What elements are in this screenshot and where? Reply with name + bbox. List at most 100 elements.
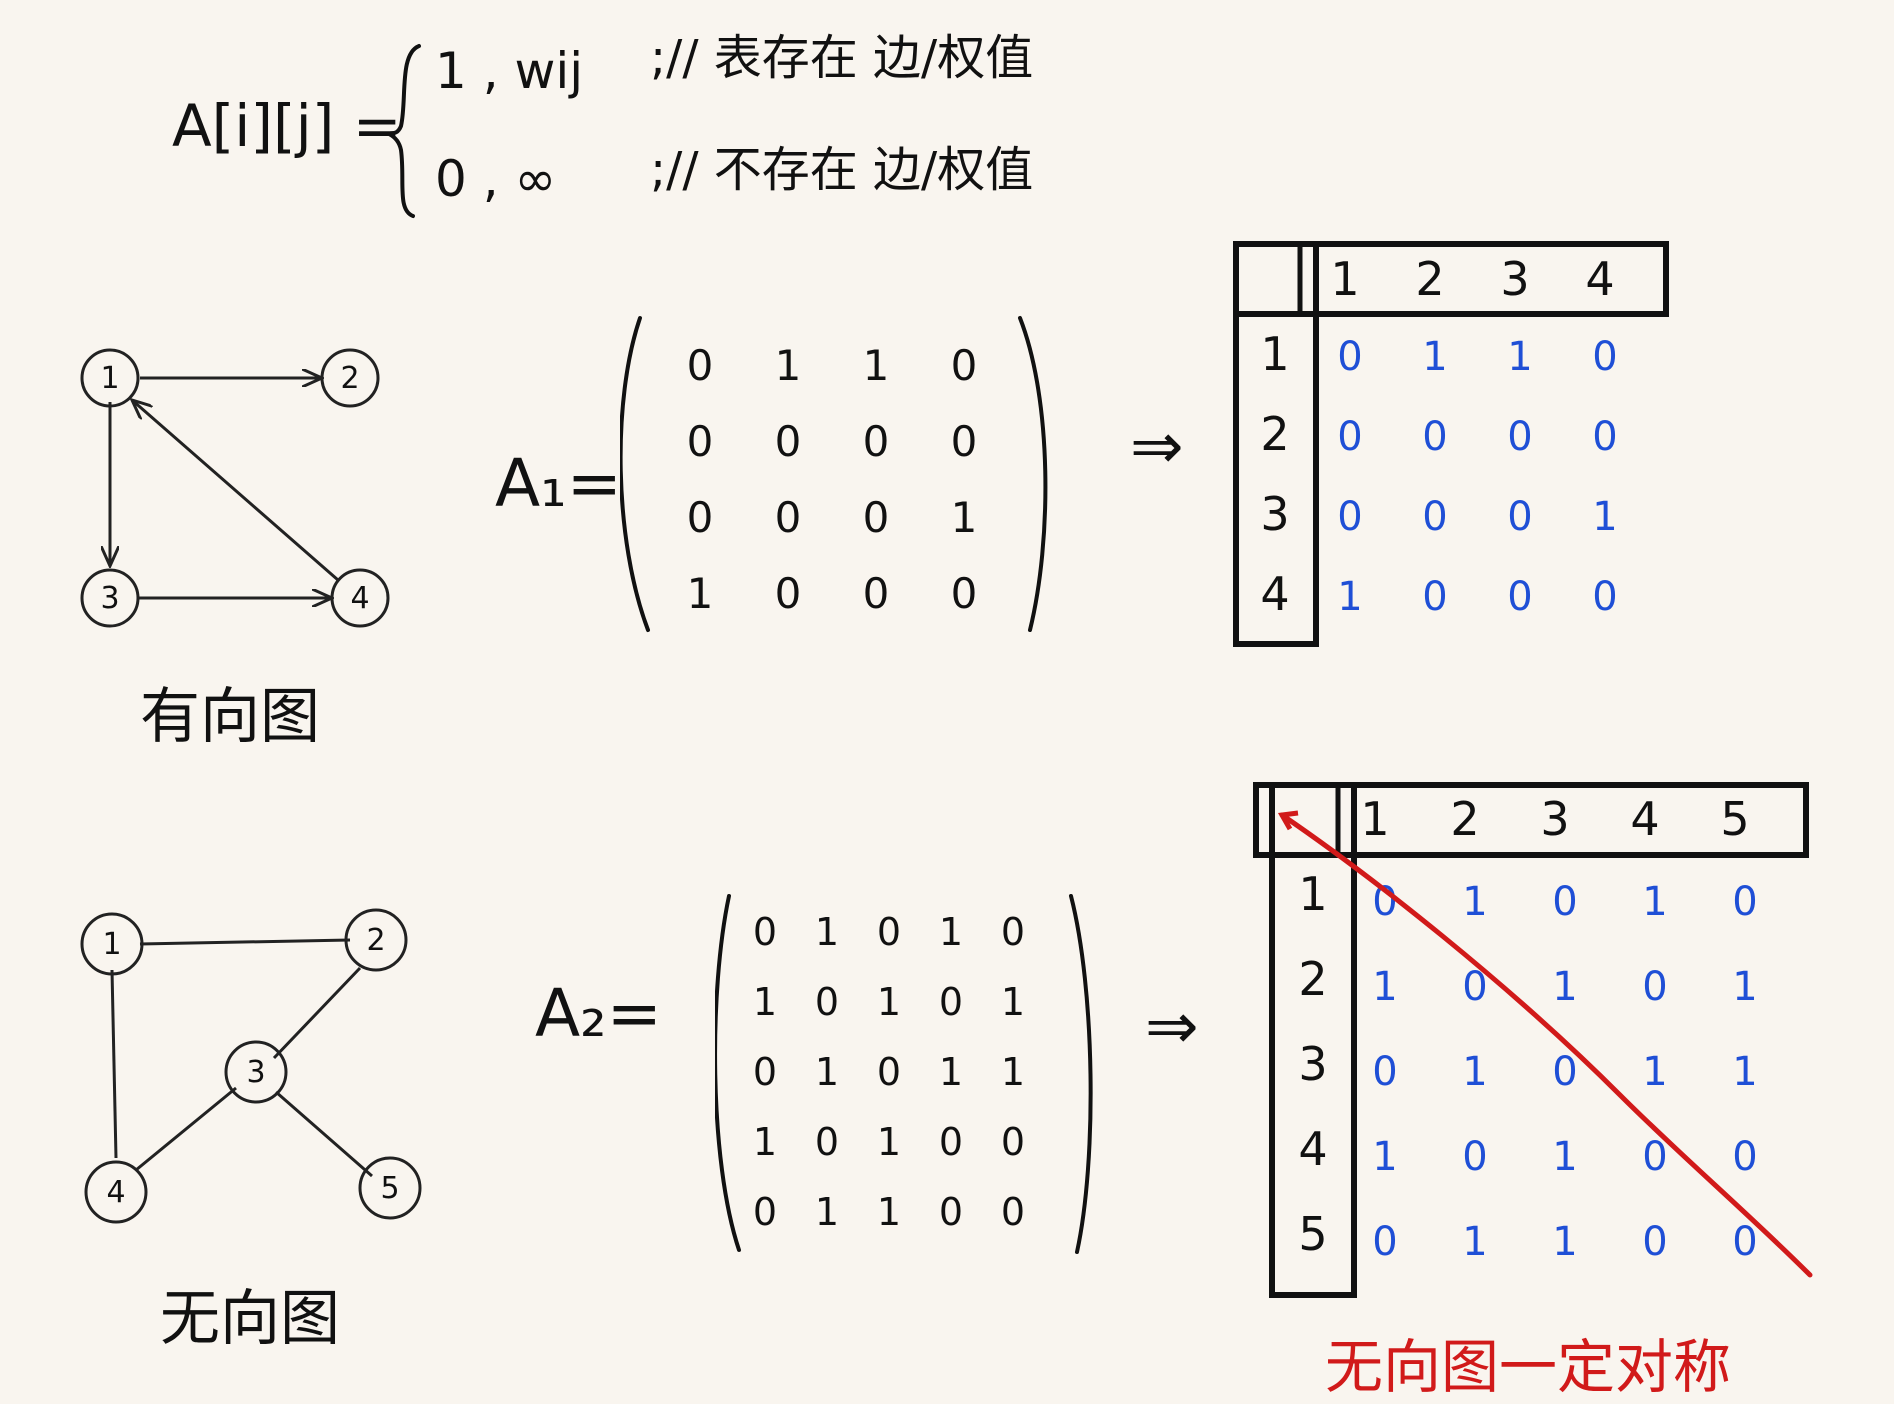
symmetry-diagonal-arrow-icon: [1277, 810, 1299, 831]
undirected-caption: 无向图: [160, 1284, 340, 1354]
table-col-header-1: 1: [1330, 252, 1359, 306]
table-cell-r3-c5: 1: [1732, 1049, 1757, 1095]
table-row-header-3: 3: [1260, 487, 1289, 541]
matrix-cell-r4-c2: 0: [775, 569, 802, 618]
matrix-cell-r1-c3: 1: [863, 341, 890, 390]
matrix-cell-r2-c5: 1: [1001, 980, 1025, 1024]
table-cell-r1-c3: 0: [1552, 879, 1577, 925]
definition-row2-value: 0 , ∞: [435, 150, 557, 208]
matrix-cell-r3-c4: 1: [951, 493, 978, 542]
table-col-header-3: 3: [1540, 792, 1569, 846]
table-cell-r4-c2: 0: [1462, 1134, 1487, 1180]
table-col-header-4: 4: [1630, 792, 1659, 846]
table-cell-r4-c1: 1: [1372, 1134, 1397, 1180]
table-col-header-4: 4: [1585, 252, 1614, 306]
undirected-matrix-label: A₂=: [535, 975, 662, 1052]
matrix-cell-r4-c3: 1: [877, 1120, 901, 1164]
table-col-header-2: 2: [1450, 792, 1479, 846]
matrix-cell-r1-c1: 0: [687, 341, 714, 390]
table-cell-r3-c4: 1: [1592, 494, 1617, 540]
table-cell-r1-c1: 0: [1337, 334, 1362, 380]
table-cell-r2-c1: 1: [1372, 964, 1397, 1010]
svg-text:3: 3: [246, 1055, 265, 1090]
table-cell-r3-c1: 0: [1372, 1049, 1397, 1095]
matrix-cell-r1-c4: 0: [951, 341, 978, 390]
matrix-cell-r5-c3: 1: [877, 1190, 901, 1234]
table-cell-r2-c4: 0: [1592, 414, 1617, 460]
matrix-cell-r4-c5: 0: [1001, 1120, 1025, 1164]
edge-1-4: [110, 969, 118, 1159]
table-cell-r4-c3: 1: [1552, 1134, 1577, 1180]
table-cell-r2-c4: 0: [1642, 964, 1667, 1010]
symmetric-note: 无向图一定对称: [1325, 1333, 1732, 1401]
edge-3-4: [135, 1086, 237, 1172]
node-4: 4: [84, 1160, 148, 1224]
table-cell-r4-c4: 0: [1642, 1134, 1667, 1180]
table-cell-r4-c5: 0: [1732, 1134, 1757, 1180]
directed-matrix-brackets: [620, 316, 1048, 632]
table-col-header-1: 1: [1360, 792, 1389, 846]
matrix-cell-r4-c1: 1: [753, 1120, 777, 1164]
matrix-cell-r1-c3: 0: [877, 910, 901, 954]
node-2: 2: [344, 908, 408, 972]
matrix-cell-r1-c2: 1: [775, 341, 802, 390]
matrix-cell-r3-c1: 0: [753, 1050, 777, 1094]
table-row-header-3: 3: [1298, 1037, 1327, 1091]
matrix-cell-r3-c5: 1: [1001, 1050, 1025, 1094]
matrix-cell-r2-c2: 0: [815, 980, 839, 1024]
matrix-cell-r4-c4: 0: [939, 1120, 963, 1164]
table-cell-r3-c2: 1: [1462, 1049, 1487, 1095]
table-cell-r1-c2: 1: [1462, 879, 1487, 925]
definition-row1-note: ;// 表存在 边/权值: [650, 30, 1034, 86]
definition-brace-icon: [385, 44, 421, 218]
matrix-cell-r5-c2: 1: [815, 1190, 839, 1234]
svg-text:2: 2: [366, 923, 385, 958]
table-cell-r3-c4: 1: [1642, 1049, 1667, 1095]
matrix-cell-r2-c1: 1: [753, 980, 777, 1024]
matrix-cell-r3-c1: 0: [687, 493, 714, 542]
matrix-cell-r4-c1: 1: [687, 569, 714, 618]
matrix-cell-r3-c2: 1: [815, 1050, 839, 1094]
node-1: 1: [80, 348, 140, 408]
edge-1-2: [139, 938, 351, 946]
matrix-cell-r5-c4: 0: [939, 1190, 963, 1234]
table-cell-r4-c3: 0: [1507, 574, 1532, 620]
table-cell-r3-c2: 0: [1422, 494, 1447, 540]
node-2: 2: [320, 348, 380, 408]
table-row-header-1: 1: [1260, 327, 1289, 381]
table-cell-r5-c3: 1: [1552, 1219, 1577, 1265]
table-cell-r5-c1: 0: [1372, 1219, 1397, 1265]
table-cell-r2-c3: 0: [1507, 414, 1532, 460]
table-cell-r4-c4: 0: [1592, 574, 1617, 620]
table-cell-r3-c3: 0: [1507, 494, 1532, 540]
matrix-cell-r2-c4: 0: [951, 417, 978, 466]
table-cell-r3-c3: 0: [1552, 1049, 1577, 1095]
matrix-cell-r1-c5: 0: [1001, 910, 1025, 954]
table-cell-r4-c2: 0: [1422, 574, 1447, 620]
matrix-cell-r3-c2: 0: [775, 493, 802, 542]
node-3: 3: [224, 1040, 288, 1104]
table-cell-r4-c1: 1: [1337, 574, 1362, 620]
table-cell-r5-c5: 0: [1732, 1219, 1757, 1265]
table-cell-r1-c2: 1: [1422, 334, 1447, 380]
table-cell-r1-c4: 1: [1642, 879, 1667, 925]
svg-text:4: 4: [350, 581, 369, 616]
table-row-header-2: 2: [1298, 952, 1327, 1006]
svg-text:2: 2: [340, 361, 359, 396]
node-4: 4: [330, 568, 390, 628]
table-cell-r5-c4: 0: [1642, 1219, 1667, 1265]
matrix-cell-r4-c4: 0: [951, 569, 978, 618]
table-cell-r1-c4: 0: [1592, 334, 1617, 380]
definition-row2-note: ;// 不存在 边/权值: [650, 142, 1034, 198]
undirected-arrow: ⇒: [1145, 990, 1199, 1064]
edge-2-3: [272, 966, 362, 1060]
matrix-cell-r2-c4: 0: [939, 980, 963, 1024]
matrix-cell-r4-c2: 0: [815, 1120, 839, 1164]
table-row-header-1: 1: [1298, 867, 1327, 921]
matrix-cell-r3-c3: 0: [863, 493, 890, 542]
matrix-cell-r2-c2: 0: [775, 417, 802, 466]
